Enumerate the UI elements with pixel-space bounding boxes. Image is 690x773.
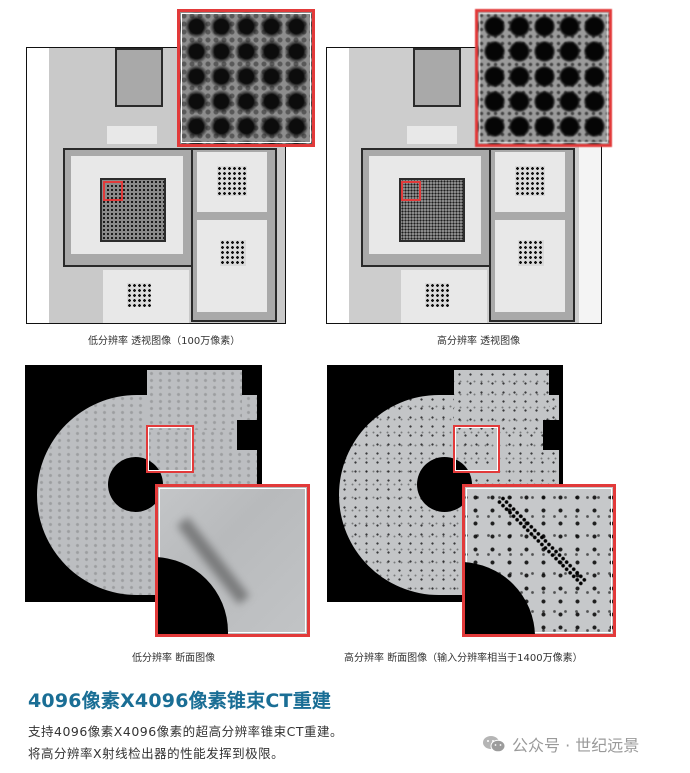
pcb-bga-chip: [100, 178, 166, 242]
caption-section-low: 低分辨率 断面图像: [132, 653, 216, 664]
ct-high-region-marker: [453, 425, 500, 473]
pcb-top-module: [115, 48, 163, 107]
caption-transmission-low: 低分辨率 透视图像（100万像素）: [88, 336, 241, 347]
section-line-2: 将高分辨率X射线检出器的性能发挥到极限。: [28, 746, 285, 761]
pcb-edge: [327, 48, 349, 323]
ct-low-zoom-inset: [155, 484, 310, 637]
pcb-right-chip: [515, 166, 545, 196]
caption-transmission-high: 高分辨率 透视图像: [437, 336, 521, 347]
pcb-low-zoom-inset: [177, 9, 315, 147]
pcb-right-lower: [495, 220, 565, 312]
ct-center-hole: [108, 457, 163, 512]
ct-part-tab: [147, 370, 242, 430]
ct-notch: [543, 420, 563, 450]
pcb-low-region-marker: [103, 181, 123, 201]
pcb-bottom-chip: [425, 283, 449, 307]
pcb-connector: [107, 126, 157, 144]
pcb-connector: [407, 126, 457, 144]
ct-high-zoom-inset: [462, 484, 616, 637]
pcb-right-chip: [217, 166, 247, 196]
pcb-high-zoom-inset: [475, 9, 612, 147]
pcb-high-region-marker: [401, 181, 421, 201]
watermark-text: 公众号 · 世纪远景: [512, 736, 640, 755]
ct-notch: [237, 420, 262, 450]
pcb-right-lower-chip: [220, 240, 246, 266]
ct-low-region-marker: [146, 425, 194, 473]
pcb-right-lower: [197, 220, 267, 312]
section-line-1: 支持4096像素X4096像素的超高分辨率锥束CT重建。: [28, 724, 344, 739]
caption-section-high: 高分辨率 断面图像（输入分辨率相当于1400万像素）: [344, 653, 583, 664]
pcb-bga-chip: [399, 178, 465, 242]
ct-high-hole-edge: [465, 562, 535, 634]
pcb-edge: [27, 48, 49, 323]
pcb-right-lower-chip: [518, 240, 544, 266]
section-title: 4096像素X4096像素锥束CT重建: [28, 690, 332, 712]
pcb-bottom-chip: [127, 283, 151, 307]
pcb-top-module: [413, 48, 461, 107]
ct-high-crack: [495, 495, 588, 587]
watermark: 公众号 · 世纪远景: [482, 732, 639, 756]
wechat-icon: [482, 735, 506, 753]
ct-part-tab: [454, 370, 549, 430]
